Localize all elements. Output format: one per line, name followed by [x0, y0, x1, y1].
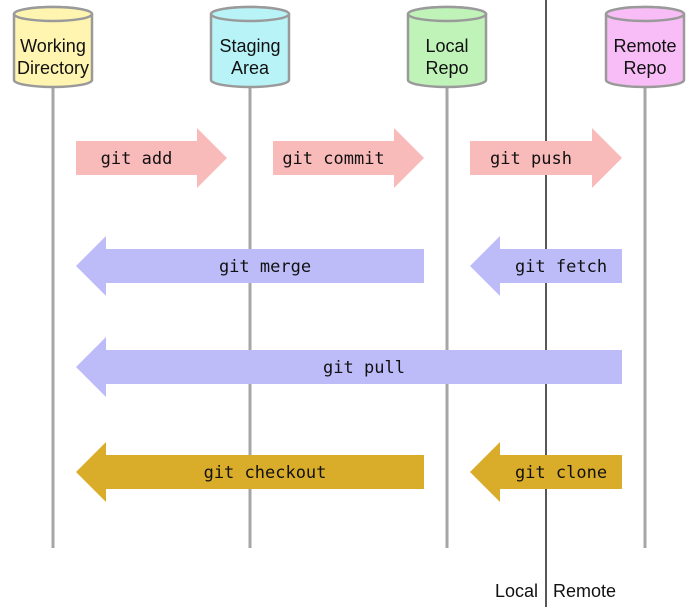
arrow-shape-git-checkout	[76, 442, 424, 502]
command-label-git-checkout: git checkout	[204, 463, 327, 483]
command-arrows: git add git commit git push git merge git fe…	[76, 128, 622, 502]
cylinder-label-staging-area-2: Area	[231, 58, 270, 78]
cylinder-top-working-directory	[12, 5, 94, 23]
location-cylinders: WorkingDirectoryStagingAreaLocalRepoRemo…	[12, 5, 686, 89]
arrow-shape-git-merge	[76, 236, 424, 296]
command-label-git-push: git push	[490, 149, 572, 169]
arrow-shape-git-pull	[76, 337, 622, 397]
arrow-git-merge: git merge	[76, 236, 424, 296]
cylinder-top-local-repo	[406, 5, 488, 23]
remote-label: Remote	[553, 581, 616, 601]
cylinder-top-staging-area	[209, 5, 291, 23]
arrow-git-add: git add	[76, 128, 227, 188]
cylinder-label-remote-repo-1: Remote	[613, 36, 676, 56]
cylinder-label-staging-area-1: Staging	[219, 36, 280, 56]
arrow-shape-git-commit	[273, 128, 424, 188]
arrow-shape-git-clone	[470, 442, 622, 502]
local-label: Local	[495, 581, 538, 601]
arrow-git-commit: git commit	[273, 128, 424, 188]
command-label-git-merge: git merge	[219, 257, 311, 277]
arrow-git-pull: git pull	[76, 337, 622, 397]
command-label-git-add: git add	[101, 149, 173, 169]
command-label-git-commit: git commit	[282, 149, 384, 169]
command-label-git-clone: git clone	[515, 463, 607, 483]
cylinder-top-remote-repo	[604, 5, 686, 23]
arrow-shape-git-fetch	[470, 236, 622, 296]
arrow-git-checkout: git checkout	[76, 442, 424, 502]
arrow-git-fetch: git fetch	[470, 236, 622, 296]
arrow-git-push: git push	[470, 128, 622, 188]
command-label-git-pull: git pull	[323, 358, 405, 378]
cylinder-label-local-repo-1: Local	[425, 36, 468, 56]
arrow-shape-git-add	[76, 128, 227, 188]
arrow-shape-git-push	[470, 128, 622, 188]
cylinder-label-working-directory-1: Working	[20, 36, 86, 56]
cylinder-label-local-repo-2: Repo	[425, 58, 468, 78]
command-label-git-fetch: git fetch	[515, 257, 607, 277]
cylinder-label-working-directory-2: Directory	[17, 58, 89, 78]
arrow-git-clone: git clone	[470, 442, 622, 502]
cylinder-label-remote-repo-2: Repo	[623, 58, 666, 78]
